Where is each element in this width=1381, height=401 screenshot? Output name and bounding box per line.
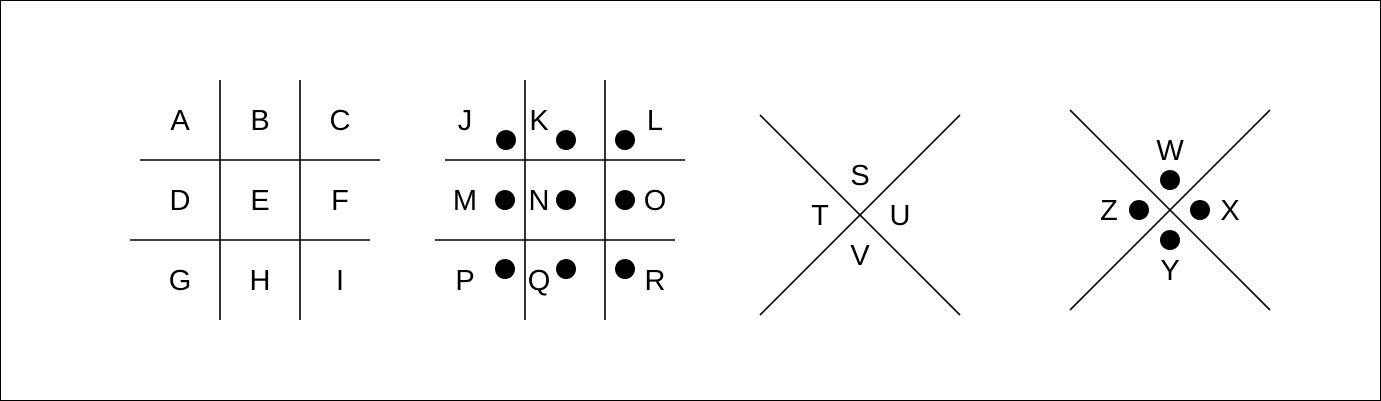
x-plain: S T U V <box>759 114 961 316</box>
letter-x: X <box>1220 195 1239 227</box>
letter-l: L <box>647 105 663 137</box>
letter-d: D <box>170 185 191 217</box>
letter-b: B <box>250 105 269 137</box>
dot-n <box>556 190 576 210</box>
letter-v: V <box>850 240 870 272</box>
dot-y <box>1160 230 1180 250</box>
letter-c: C <box>330 105 351 137</box>
x-dotted: W X Y Z <box>1069 109 1271 311</box>
letter-e: E <box>250 185 269 217</box>
letter-h: H <box>250 265 271 297</box>
letter-r: R <box>645 265 666 297</box>
dot-l <box>615 130 635 150</box>
letter-i: I <box>336 265 344 297</box>
x-dotted-diagonal-2 <box>1069 109 1271 311</box>
dot-x <box>1190 200 1210 220</box>
letter-f: F <box>331 185 349 217</box>
dot-w <box>1160 170 1180 190</box>
dot-p <box>495 259 515 279</box>
grid-dotted: J K L M N O P Q R <box>435 80 685 320</box>
letter-t: T <box>811 200 829 232</box>
letter-o: O <box>644 185 667 217</box>
letter-y: Y <box>1160 255 1179 287</box>
letter-u: U <box>890 200 911 232</box>
dot-o <box>615 190 635 210</box>
letter-m: M <box>453 185 477 217</box>
letter-n: N <box>529 185 550 217</box>
letter-s: S <box>850 160 869 192</box>
dot-k <box>556 130 576 150</box>
dot-m <box>495 190 515 210</box>
grid-plain: A B C D E F G H I <box>130 80 380 320</box>
dot-q <box>556 259 576 279</box>
letter-g: G <box>169 265 192 297</box>
letter-p: P <box>455 265 474 297</box>
letter-k: K <box>529 105 549 137</box>
letter-a: A <box>170 105 190 137</box>
letter-z: Z <box>1100 195 1118 227</box>
dot-r <box>615 259 635 279</box>
letter-w: W <box>1156 135 1184 167</box>
dot-j <box>496 130 516 150</box>
letter-j: J <box>458 105 473 137</box>
letter-q: Q <box>528 265 551 297</box>
x-plain-diagonal-2 <box>759 114 961 316</box>
dot-z <box>1129 200 1149 220</box>
